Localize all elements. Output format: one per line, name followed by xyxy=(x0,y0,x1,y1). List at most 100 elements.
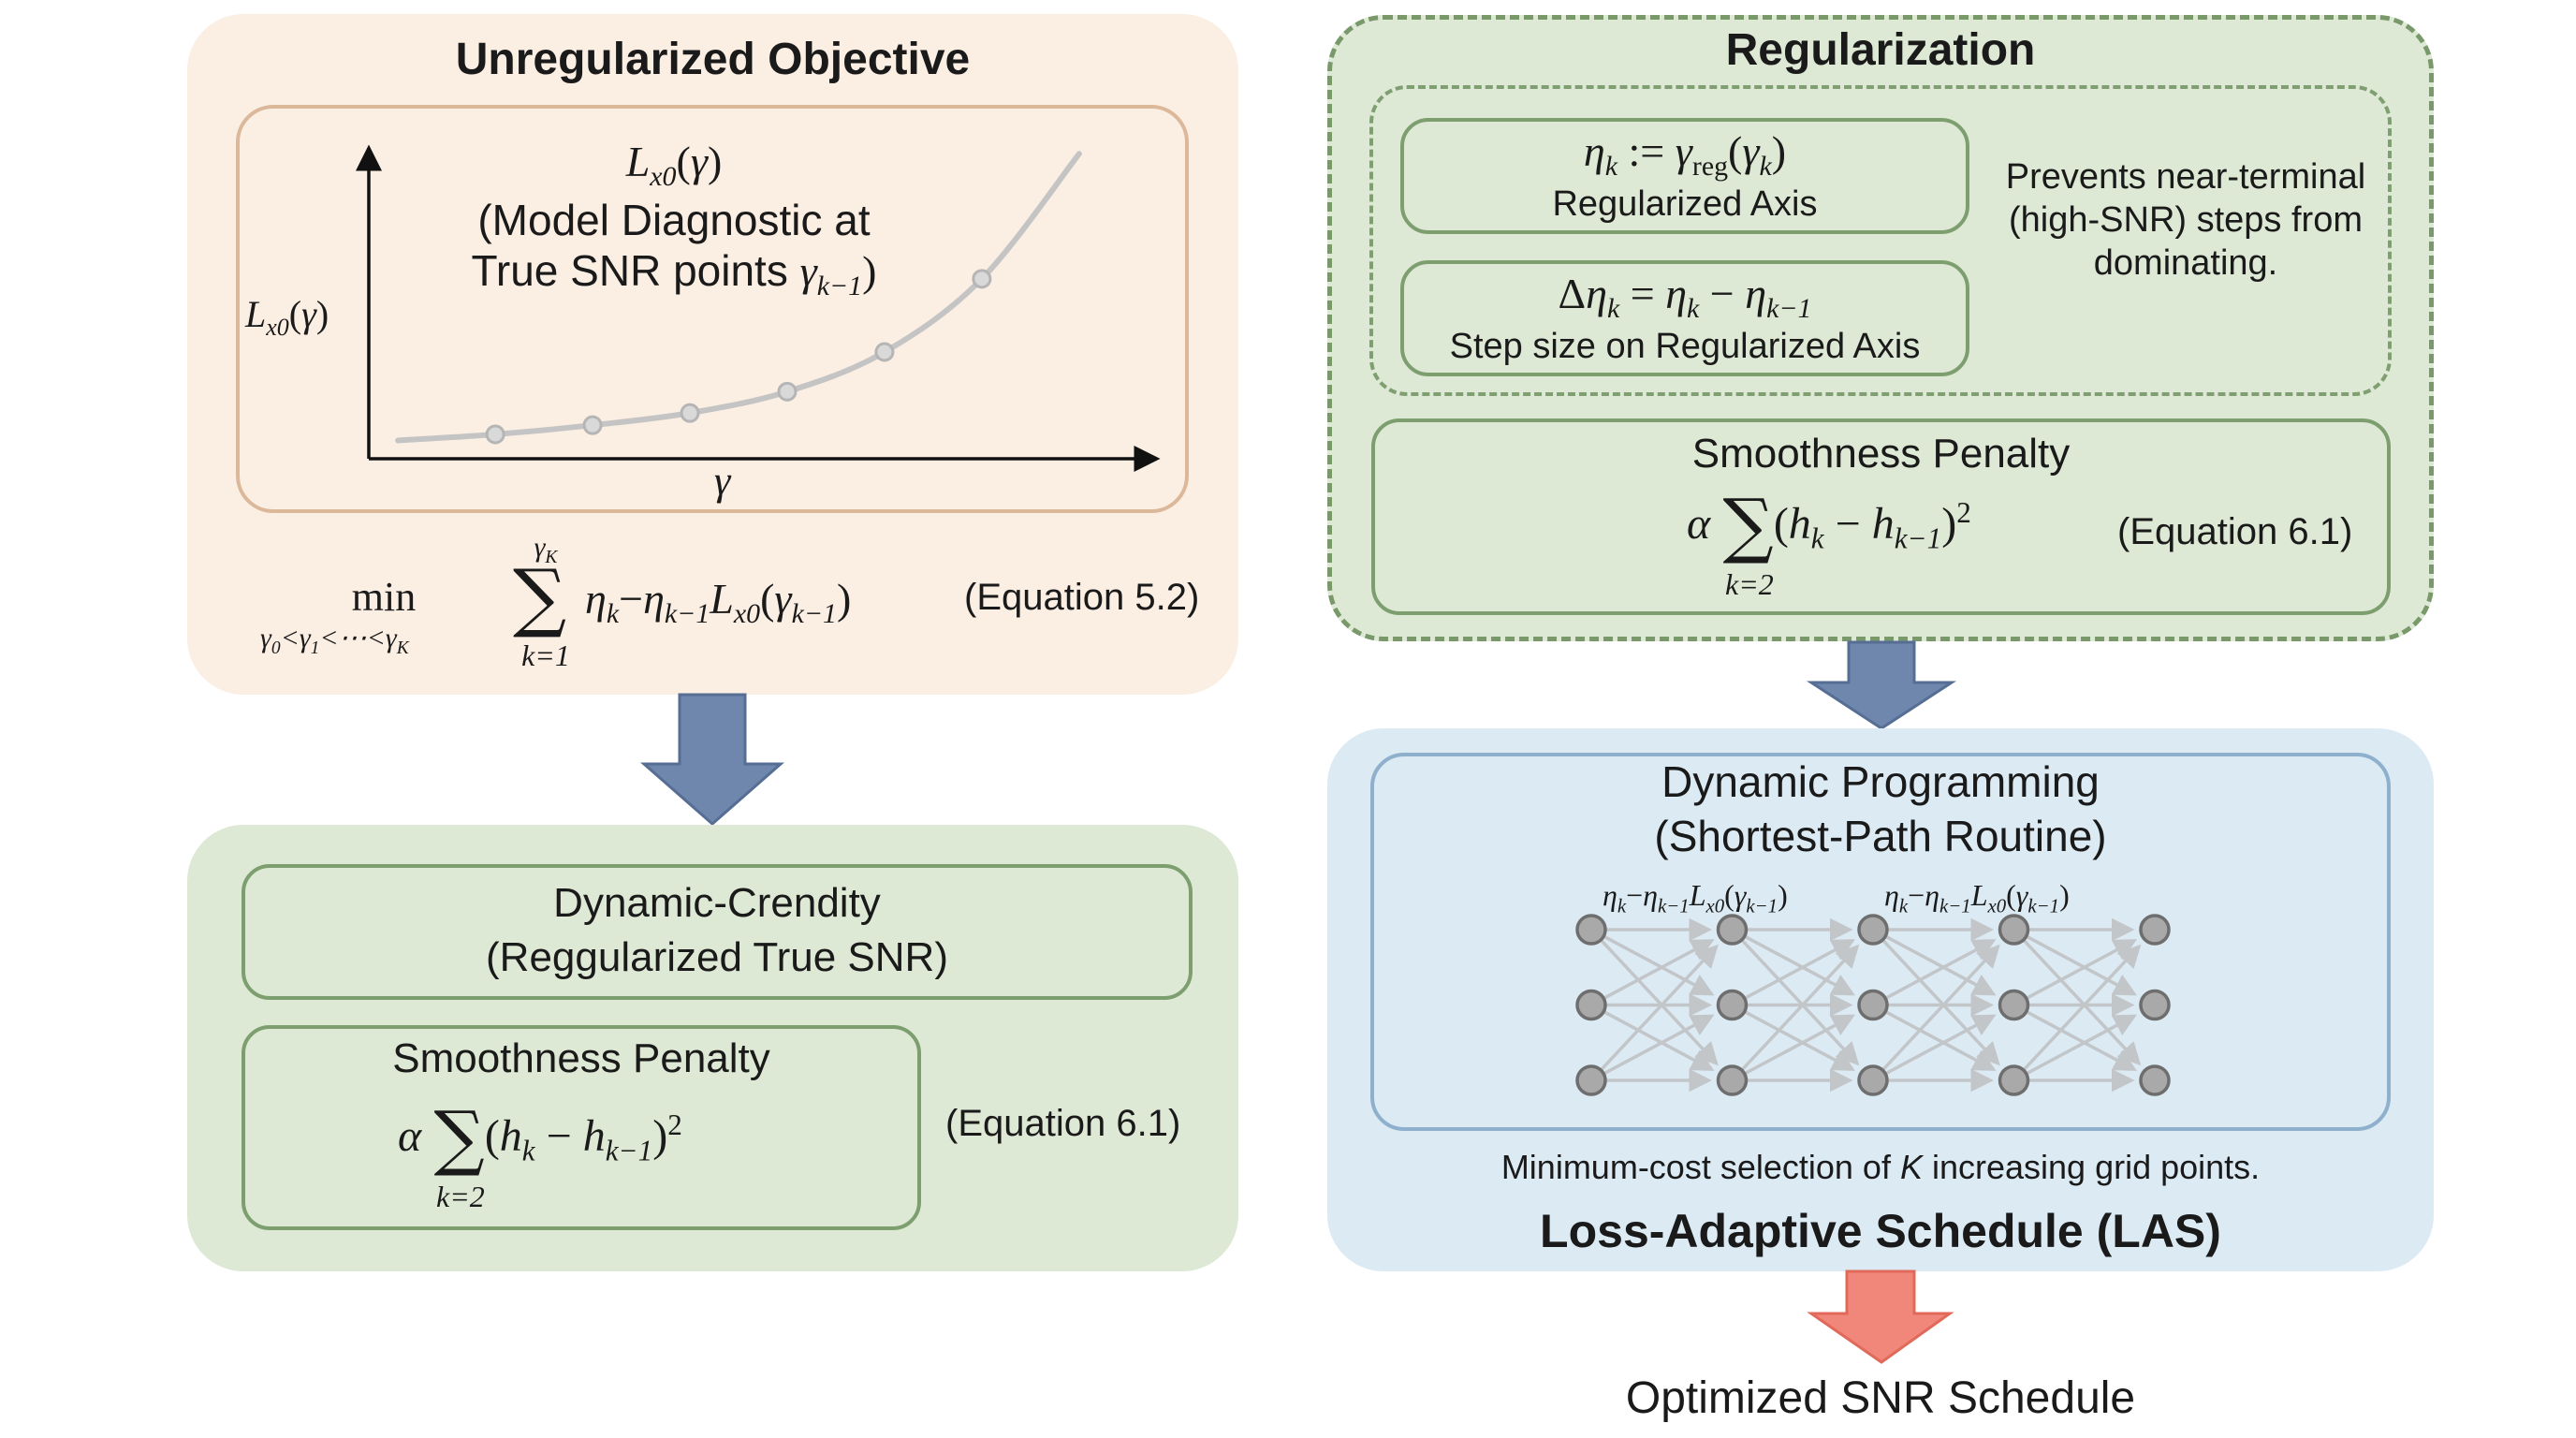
curve-point xyxy=(874,342,895,362)
dp-edge xyxy=(1881,938,2000,1066)
dp-node xyxy=(1716,989,1749,1021)
regularized-axis-formula: ηk := γreg(γk) xyxy=(1583,127,1787,183)
dp-edge xyxy=(1881,944,2000,1072)
eq61-label-left: (Equation 6.1) xyxy=(945,1103,1181,1144)
dp-caption: Minimum-cost selection of K increasing g… xyxy=(1327,1148,2434,1187)
chart-title-math: Lx0 xyxy=(625,138,677,193)
chart-caption-line2: True SNR points γk−1) xyxy=(471,246,877,302)
dp-edge xyxy=(2022,938,2142,1066)
dp-node xyxy=(2139,989,2171,1021)
dp-edge xyxy=(1740,938,1860,1066)
curve-point xyxy=(582,415,603,435)
dp-edge xyxy=(2025,1010,2138,1071)
chart-title: Lx0(γ) xyxy=(625,138,723,193)
dp-edge-label-1: ηk−ηk−1Lx0(γk−1) xyxy=(1603,878,1788,917)
dynamic-crendity-title: Dynamic-Crendity xyxy=(553,880,881,926)
dp-subtitle: (Shortest-Path Routine) xyxy=(1654,812,2107,860)
curve-point xyxy=(680,403,700,423)
loss-chart-box xyxy=(236,105,1189,513)
chart-y-label: Lx0(γ) xyxy=(245,293,329,341)
curve-point xyxy=(777,381,798,402)
smoothness-penalty-title-left: Smoothness Penalty xyxy=(392,1035,770,1081)
regularization-note: Prevents near-terminal (high-SNR) steps … xyxy=(1984,155,2387,285)
dp-edge xyxy=(1884,1010,1997,1071)
regularization-inner-group xyxy=(1369,85,2392,396)
note-line-2: (high-SNR) steps from xyxy=(2009,200,2363,240)
dp-node xyxy=(1575,1064,1607,1096)
arrow-down-left-shape xyxy=(640,693,784,826)
dp-caption-post: increasing grid points. xyxy=(1922,1148,2261,1186)
eq61-label-right: (Equation 6.1) xyxy=(2117,511,2353,552)
arrow-down-output-shape xyxy=(1807,1269,1954,1364)
dynamic-crendity-box xyxy=(242,864,1193,1000)
eq52-sum-symbol: ∑ xyxy=(513,553,567,640)
curve-point xyxy=(485,424,505,445)
las-title: Loss-Adaptive Schedule (LAS) xyxy=(1540,1205,2221,1257)
regularization-title: Regularization xyxy=(1725,25,2036,75)
dp-edge xyxy=(1884,939,1997,1000)
dynamic-crendity-panel xyxy=(187,825,1238,1271)
dp-edge xyxy=(2025,934,2138,996)
dp-title: Dynamic Programming xyxy=(1661,757,2100,806)
chart-x-label: γ xyxy=(714,458,731,504)
dp-edge xyxy=(1884,934,1997,996)
dp-caption-var: K xyxy=(1899,1148,1923,1186)
dp-edge xyxy=(1599,944,1719,1072)
dp-edge xyxy=(1743,1010,1856,1071)
dp-edge xyxy=(1743,1014,1856,1076)
dp-node xyxy=(1857,914,1889,946)
smoothness-penalty-box-right xyxy=(1371,418,2391,615)
dp-node xyxy=(1575,989,1607,1021)
unregularized-objective-panel xyxy=(187,14,1238,695)
dp-node xyxy=(1857,989,1889,1021)
dp-edge xyxy=(2025,1014,2138,1076)
dp-edge-label-2: ηk−ηk−1Lx0(γk−1) xyxy=(1884,878,2070,917)
dp-node xyxy=(1998,914,2030,946)
regularized-axis-label: Regularized Axis xyxy=(1552,184,1818,224)
output-label: Optimized SNR Schedule xyxy=(1625,1373,2136,1423)
eq52-label: (Equation 5.2) xyxy=(964,577,1200,618)
dp-node xyxy=(1998,989,2030,1021)
smoothness-penalty-box-left xyxy=(242,1025,921,1230)
note-line-1: Prevents near-terminal xyxy=(2005,157,2366,197)
eq52-body: ηk−ηk−1Lx0(γk−1) xyxy=(585,575,852,630)
dp-edge xyxy=(1884,1014,1997,1076)
dp-node xyxy=(2139,1064,2171,1096)
eq52-constraint: γ0<γ1<⋯<γK xyxy=(260,623,409,658)
dp-box xyxy=(1370,753,2391,1131)
eq52-min: min xyxy=(351,574,417,620)
smoothness-lower-left: k=2 xyxy=(436,1180,485,1213)
regularized-axis-box xyxy=(1400,118,1969,234)
smoothness-formula-right: α ∑(hk − hk−1)2 xyxy=(1687,483,1971,566)
chart-caption-line1: (Model Diagnostic at xyxy=(477,196,871,244)
dp-node xyxy=(1575,914,1607,946)
dp-edge xyxy=(1743,939,1856,1000)
dp-node xyxy=(1998,1064,2030,1096)
dp-node xyxy=(1857,1064,1889,1096)
dp-edge xyxy=(1603,1010,1715,1071)
step-size-formula: Δηk = ηk − ηk−1 xyxy=(1558,270,1812,325)
dp-edge xyxy=(1743,934,1856,996)
eq52-sum-lower: k=1 xyxy=(521,638,570,672)
dp-caption-pre: Minimum-cost selection of xyxy=(1500,1148,1900,1186)
dp-edge xyxy=(2025,939,2138,1000)
dp-edge xyxy=(1603,1014,1715,1076)
curve-point xyxy=(972,269,992,289)
dp-edge xyxy=(2022,944,2142,1072)
dp-edge xyxy=(1599,938,1719,1066)
arrow-down-right-shape xyxy=(1806,640,1957,730)
note-line-3: dominating. xyxy=(2093,243,2278,283)
dp-edge xyxy=(1740,944,1860,1072)
dp-node xyxy=(2139,914,2171,946)
step-size-label: Step size on Regularized Axis xyxy=(1449,327,1921,366)
dp-node xyxy=(1716,914,1749,946)
smoothness-lower-right: k=2 xyxy=(1725,567,1774,601)
dp-node xyxy=(1716,1064,1749,1096)
eq52-sum-upper: γK xyxy=(534,532,558,567)
chart-caption-text: True SNR points xyxy=(471,246,788,295)
